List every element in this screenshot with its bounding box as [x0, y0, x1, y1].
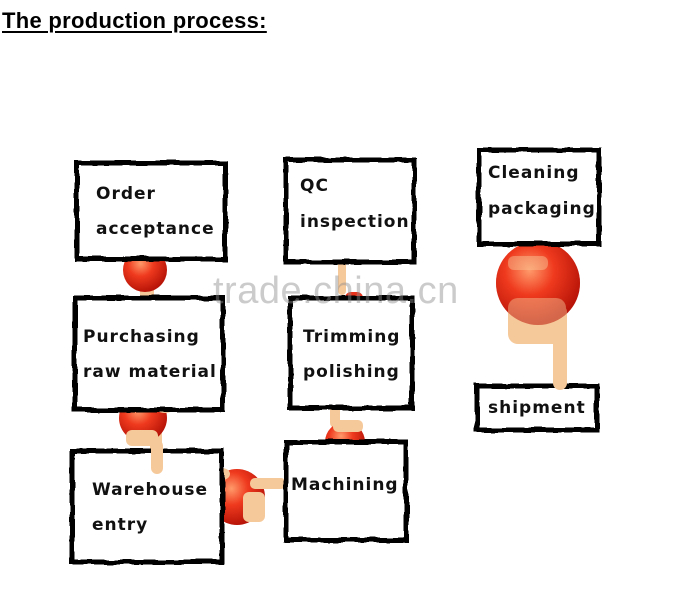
step-label: polishing	[303, 362, 400, 382]
step-label: Cleaning	[488, 163, 580, 183]
step-label: QC	[300, 176, 329, 196]
step-label: Purchasing	[83, 327, 200, 347]
step-qc-inspection: QC inspection	[283, 157, 417, 265]
step-cleaning-packaging: Cleaning packaging	[476, 147, 602, 247]
step-shipment: shipment	[474, 383, 600, 433]
connector-packaging-to-shipment	[496, 241, 580, 391]
step-order-acceptance: Order acceptance	[74, 160, 228, 262]
step-machining: Machining	[283, 439, 409, 543]
watermark: trade.china.cn	[213, 270, 459, 312]
step-label: acceptance	[96, 219, 215, 239]
pointing-hand-icon	[250, 478, 286, 489]
step-label: Machining	[291, 475, 399, 495]
step-label: raw material	[83, 362, 217, 382]
pointing-hand-icon	[338, 255, 346, 295]
step-purchasing-raw-material: Purchasing raw material	[72, 295, 226, 413]
step-label: Trimming	[303, 327, 400, 347]
pointing-finger-icon	[553, 340, 567, 390]
step-label: inspection	[300, 212, 410, 232]
step-label: packaging	[488, 199, 596, 219]
step-warehouse-entry: Warehouse entry	[69, 448, 225, 565]
step-label: Warehouse	[92, 480, 208, 500]
pointing-finger-icon	[151, 440, 163, 474]
step-label: Order	[96, 184, 156, 204]
step-trimming-polishing: Trimming polishing	[287, 295, 415, 411]
step-label: entry	[92, 515, 148, 535]
step-label: shipment	[488, 398, 586, 418]
page-title: The production process:	[2, 8, 267, 33]
